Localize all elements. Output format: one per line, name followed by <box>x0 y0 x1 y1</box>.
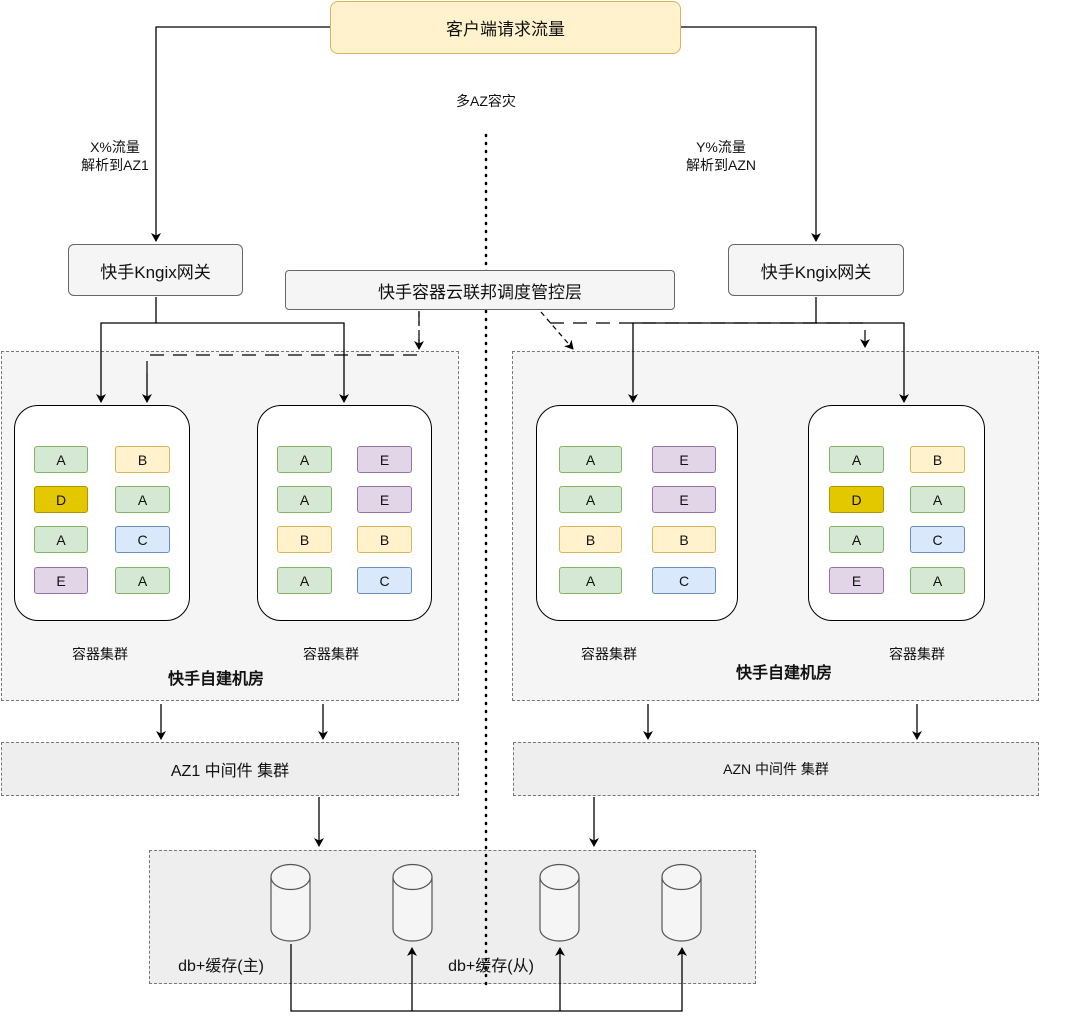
right-flow-line1: Y%流量 <box>696 139 746 155</box>
database-cylinder-icon <box>270 863 311 942</box>
database-cylinder-icon <box>539 863 580 942</box>
cluster-label: 容器集群 <box>72 646 128 662</box>
left-gateway-label: 快手Kngix网关 <box>100 262 211 282</box>
database-cylinder-icon <box>661 863 702 942</box>
client-traffic-label: 客户端请求流量 <box>446 20 565 39</box>
pod: A <box>34 446 88 473</box>
left-flow-label: X%流量 解析到AZ1 <box>58 138 172 174</box>
right-flow-line2: 解析到AZN <box>686 157 756 173</box>
cluster-label: 容器集群 <box>889 646 945 662</box>
pod: A <box>829 526 884 553</box>
pod: B <box>115 446 170 473</box>
arrow-to-left-gateway <box>151 26 330 242</box>
multi-az-label: 多AZ容灾 <box>456 93 516 109</box>
right-middleware-cluster: AZN 中间件 集群 <box>513 742 1039 796</box>
right-flow-label: Y%流量 解析到AZN <box>664 138 778 174</box>
pod: E <box>652 486 716 513</box>
pod: E <box>829 567 884 594</box>
right-middleware-label: AZN 中间件 集群 <box>723 761 829 777</box>
client-traffic-box: 客户端请求流量 <box>330 1 681 54</box>
control-layer-box: 快手容器云联邦调度管控层 <box>285 270 675 310</box>
pod: A <box>559 486 622 513</box>
db-master-label: db+缓存(主) <box>178 958 264 975</box>
right-control-arrow <box>540 311 574 350</box>
pod: D <box>829 486 884 513</box>
pod: B <box>910 446 965 473</box>
pod: A <box>34 526 88 553</box>
arrow-left-gw-cluster-1 <box>96 297 157 403</box>
left-control-dashed <box>146 311 420 373</box>
arrow-right-gw-cluster-1 <box>628 297 817 403</box>
left-gateway: 快手Kngix网关 <box>68 244 243 296</box>
cluster-label: 容器集群 <box>303 646 359 662</box>
pod: C <box>115 526 170 553</box>
pod: A <box>829 446 884 473</box>
left-flow-line1: X%流量 <box>90 139 140 155</box>
arrow-to-right-gateway <box>681 26 821 242</box>
right-gateway-label: 快手Kngix网关 <box>760 262 872 282</box>
pod: D <box>34 486 88 513</box>
pod: A <box>559 446 622 473</box>
pod: A <box>115 486 170 513</box>
left-middleware-cluster: AZ1 中间件 集群 <box>1 742 459 796</box>
control-layer-label: 快手容器云联邦调度管控层 <box>378 282 582 302</box>
pod: A <box>910 486 965 513</box>
pod: E <box>34 567 88 594</box>
pod: B <box>652 526 716 553</box>
left-middleware-label: AZ1 中间件 集群 <box>170 763 290 780</box>
pod: E <box>357 486 412 513</box>
pod: B <box>559 526 622 553</box>
left-flow-line2: 解析到AZ1 <box>81 157 149 173</box>
pod: A <box>277 567 332 594</box>
pod: B <box>277 526 332 553</box>
pod: C <box>357 567 412 594</box>
right-control-dashed <box>550 322 870 348</box>
pod: A <box>559 567 622 594</box>
db-slave-label: db+缓存(从) <box>448 958 534 975</box>
right-gateway: 快手Kngix网关 <box>728 244 904 296</box>
cluster-label: 容器集群 <box>581 646 637 662</box>
pod: A <box>910 567 965 594</box>
arrow-right-gw-cluster-2 <box>816 322 909 403</box>
pod: C <box>652 567 716 594</box>
pod: E <box>652 446 716 473</box>
left-room-title: 快手自建机房 <box>167 671 264 688</box>
database-cylinder-icon <box>392 863 433 942</box>
pod: C <box>910 526 965 553</box>
arrow-left-gw-cluster-2 <box>156 322 349 403</box>
right-room-title: 快手自建机房 <box>735 665 832 682</box>
pod: B <box>357 526 412 553</box>
pod: A <box>115 567 170 594</box>
pod: A <box>277 446 332 473</box>
pod: A <box>277 486 332 513</box>
pod: E <box>357 446 412 473</box>
db-cache-area <box>149 850 756 984</box>
replication-line <box>290 944 687 1012</box>
